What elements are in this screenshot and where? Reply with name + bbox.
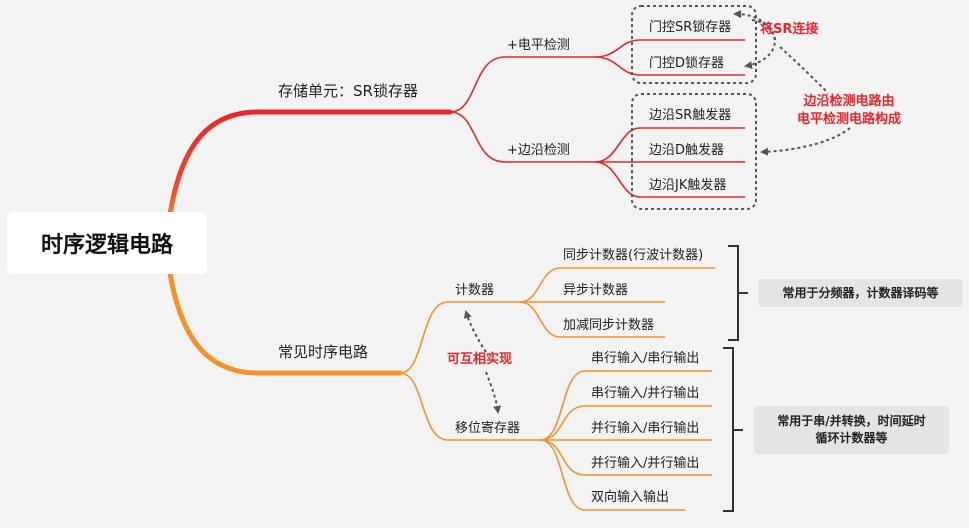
level-group-box xyxy=(631,5,757,84)
edge-from-level-line-1: 边沿检测电路由 xyxy=(803,94,895,109)
shift-item-3[interactable]: 并行输入/串行输出 xyxy=(591,421,700,436)
edge-shift-item2 xyxy=(539,405,712,441)
shift-register-node[interactable]: 移位寄存器 xyxy=(455,421,521,436)
storage-node[interactable]: 存储单元：SR锁存器 xyxy=(278,82,418,100)
level-item-2[interactable]: 门控D锁存器 xyxy=(649,56,725,71)
edge-shift-item5 xyxy=(539,439,685,511)
edge-level-item1 xyxy=(594,39,745,58)
edge-edge-item1 xyxy=(594,127,745,163)
shift-note-line-2: 循环计数器等 xyxy=(815,431,888,445)
shift-bracket xyxy=(723,347,743,512)
counter-note: 常用于分频器，计数器译码等 xyxy=(758,279,963,307)
edge-item-3[interactable]: 边沿JK触发器 xyxy=(649,178,727,193)
counter-item-3[interactable]: 加减同步计数器 xyxy=(563,318,655,333)
edge-edge-item3 xyxy=(594,161,745,198)
level-item-1[interactable]: 门控SR锁存器 xyxy=(649,20,732,35)
shift-item-4[interactable]: 并行输入/并行输出 xyxy=(591,456,700,471)
edge-common-shift xyxy=(399,372,540,441)
counter-note-text: 常用于分频器，计数器译码等 xyxy=(782,285,939,300)
edge-counter-item1 xyxy=(519,267,715,303)
edge-root-storage xyxy=(165,109,453,231)
root-label: 时序逻辑电路 xyxy=(40,233,173,258)
edge-from-level-line-2: 电平检测电路构成 xyxy=(796,112,901,127)
shift-note: 常用于串/并转换，时间延时 循环计数器等 xyxy=(754,406,949,454)
edge-construct-arrow xyxy=(760,127,851,156)
counter-item-1[interactable]: 同步计数器(行波计数器) xyxy=(563,248,704,263)
level-detect-node[interactable]: +电平检测 xyxy=(507,38,570,53)
mutual-arrow-up xyxy=(463,310,487,353)
mutual-arrow-down xyxy=(485,371,502,414)
edge-detect-node[interactable]: +边沿检测 xyxy=(507,143,570,158)
shift-item-2[interactable]: 串行输入/并行输出 xyxy=(591,386,700,401)
edge-item-1[interactable]: 边沿SR触发器 xyxy=(649,108,732,123)
edge-from-level-annotation: 边沿检测电路由 电平检测电路构成 xyxy=(782,93,916,129)
edge-common-counter xyxy=(399,301,520,374)
sr-connect-annotation: 将SR连接 xyxy=(760,22,819,37)
sr-connect-arrow-top xyxy=(733,10,776,41)
edge-shift-item1 xyxy=(539,370,712,441)
counter-item-2[interactable]: 异步计数器 xyxy=(563,283,629,298)
level-edge-link xyxy=(779,46,829,94)
mutual-annotation: 可互相实现 xyxy=(447,352,513,367)
shift-item-5[interactable]: 双向输入输出 xyxy=(591,490,670,505)
edge-level-item2 xyxy=(594,56,745,76)
counter-bracket xyxy=(728,245,748,341)
edge-storage-level xyxy=(449,56,595,113)
root-node[interactable]: 时序逻辑电路 xyxy=(7,212,207,274)
edge-item-2[interactable]: 边沿D触发器 xyxy=(649,143,725,158)
edge-counter-item3 xyxy=(519,301,665,338)
counter-node[interactable]: 计数器 xyxy=(455,283,495,298)
edge-group-box xyxy=(631,93,757,210)
shift-note-line-1: 常用于串/并转换，时间延时 xyxy=(777,414,926,428)
shift-item-1[interactable]: 串行输入/串行输出 xyxy=(591,351,700,366)
edge-root-common xyxy=(165,257,403,376)
edge-shift-item4 xyxy=(539,439,712,476)
edge-storage-edge xyxy=(449,111,595,163)
common-node[interactable]: 常见时序电路 xyxy=(278,343,369,361)
